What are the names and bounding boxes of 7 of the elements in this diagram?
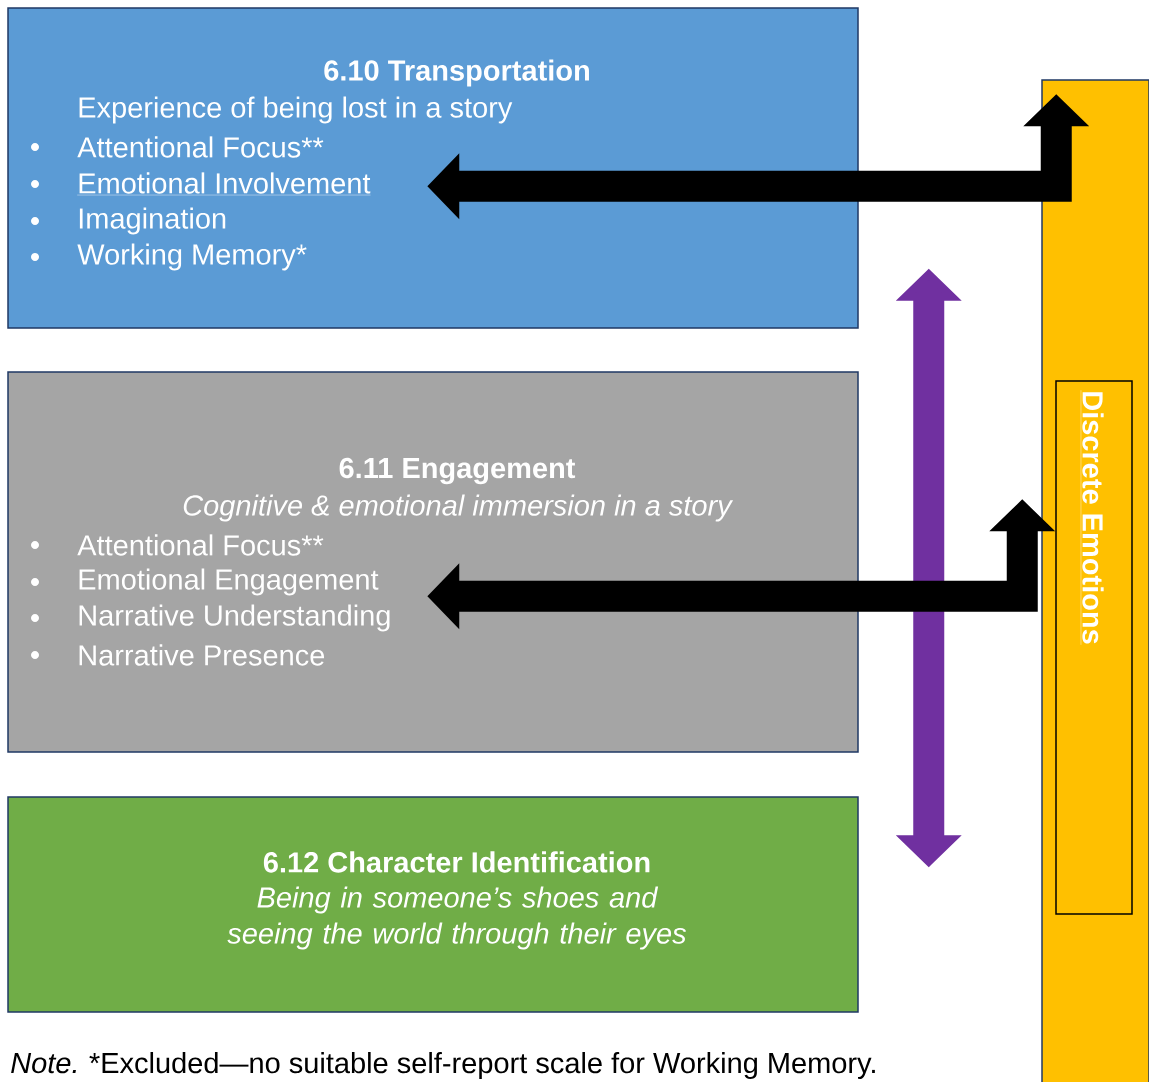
note-text: Note. xyxy=(11,1053,76,1074)
concept-box: 6.12 Character Identification Being in someone’s shoes and seeing the world through their eyes xyxy=(7,796,859,1013)
side-bar xyxy=(1041,79,1149,1082)
concept-box: 6.10 Transportation Experience of being lost in a story Attentional Focus** Emotional Involvement Imagination Working Memory* xyxy=(7,7,859,329)
concept-box: 6.11 Engagement Cognitive & emotional immersion in a story Attentional Focus** Emotional Engagement Narrative Understanding Narrative Presence xyxy=(7,371,859,753)
note-text: *Excluded—no suitable self-report scale for Working Memory. xyxy=(89,1052,875,1079)
label-frame: Discrete Emotions xyxy=(1055,380,1133,915)
